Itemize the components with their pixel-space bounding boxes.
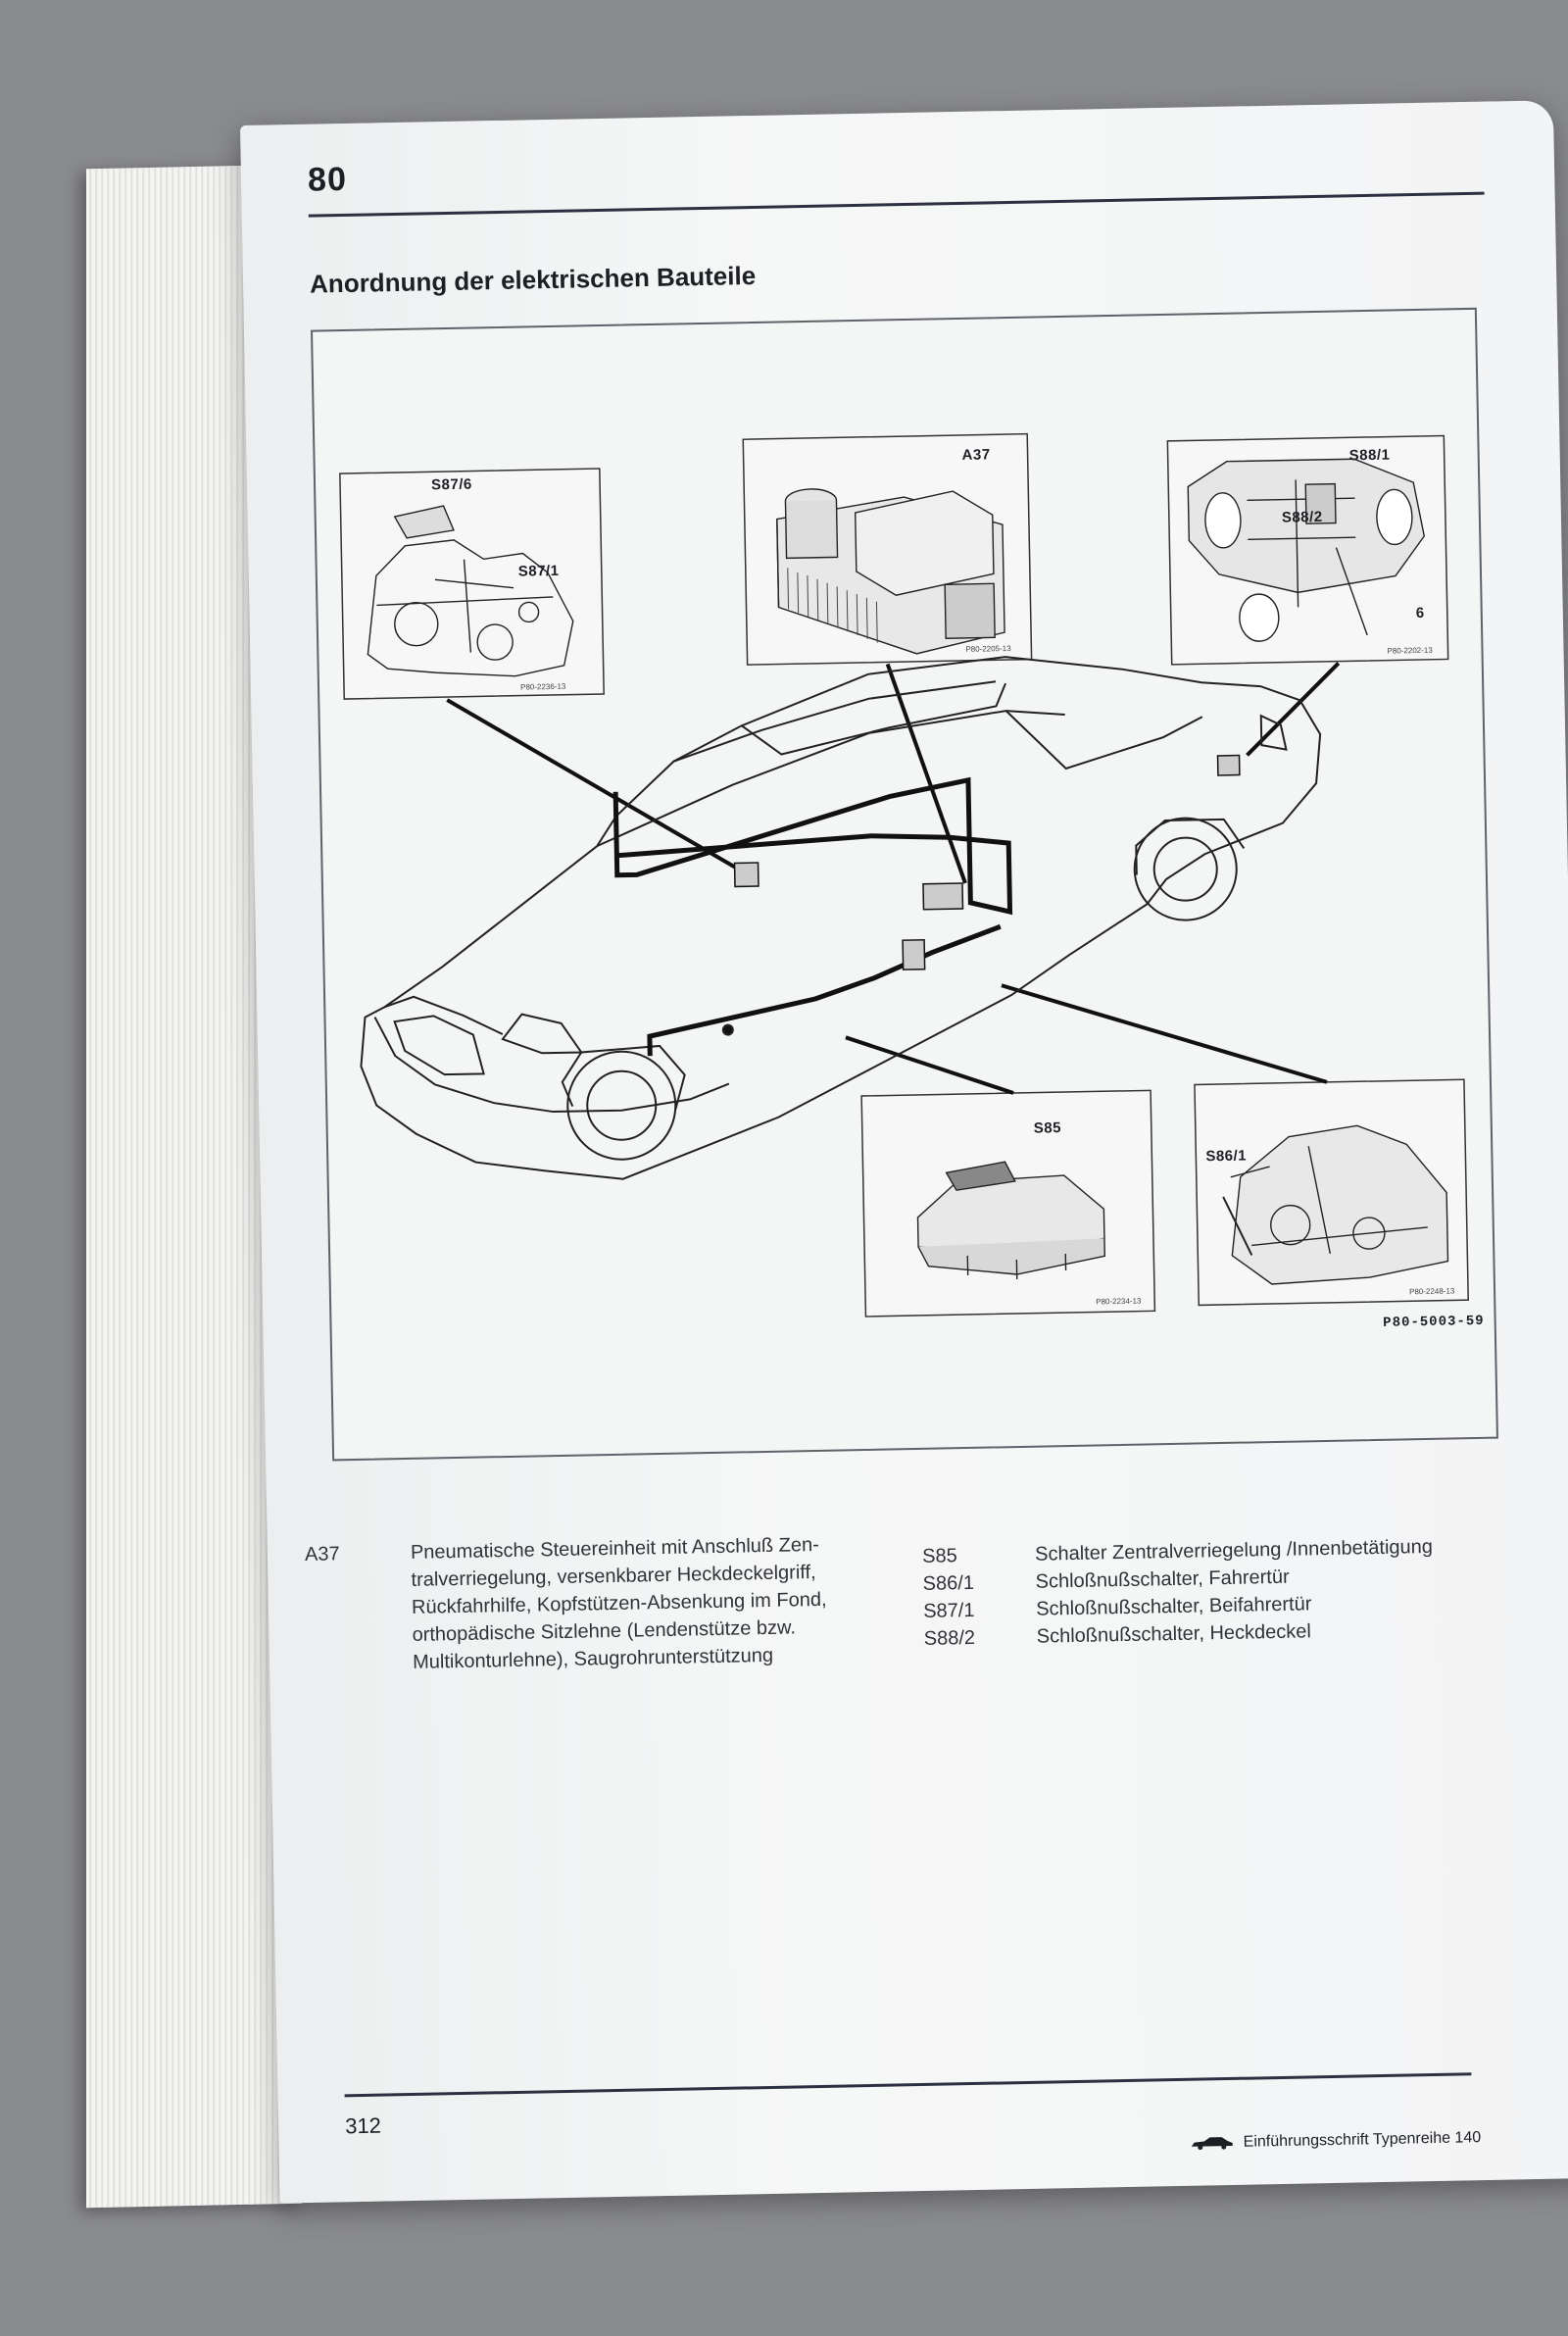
legend-code: S88/2 [923,1626,976,1650]
leader-lines [446,662,1341,1095]
component-layout-figure: S87/6 S87/1 P80-2236-13 A37 P80-2205-13 … [311,307,1498,1462]
code-inset-s88: P80-2202-13 [1387,645,1433,656]
label-s88-2: S88/2 [1281,508,1323,526]
legend-text: Schloßnußschalter, Heckdeckel [1036,1620,1312,1648]
code-inset-s86: P80-2248-13 [1408,1286,1455,1297]
figure-drawing [339,432,1469,1317]
label-s87-6: S87/6 [430,475,472,494]
header-rule [308,191,1485,218]
figure-reference: P80-5003-59 [1383,1313,1485,1331]
code-inset-s85: P80-2234-13 [1096,1296,1142,1307]
legend-code: S87/1 [923,1599,975,1622]
manual-page: 80 Anordnung der elektrischen Bauteile [240,100,1568,2204]
label-6: 6 [1415,604,1425,622]
label-a37: A37 [961,446,991,464]
legend-code-a37: A37 [304,1543,340,1566]
code-inset-a37: P80-2205-13 [965,643,1011,654]
label-s86-1: S86/1 [1205,1147,1248,1166]
legend-code: S86/1 [922,1571,975,1595]
door-lock-mechanism-drawing [367,505,574,677]
section-title: Anordnung der elektrischen Bauteile [309,260,757,299]
footer-series-label: Einführungsschrift Typenreihe 140 [1191,2129,1482,2153]
car-drawing [360,656,1322,1180]
pneumatic-unit-drawing [776,488,1005,655]
component-markers [733,754,1241,970]
footer-text: Einführungsschrift Typenreihe 140 [1243,2129,1482,2151]
trunk-lock-drawing [1187,458,1426,642]
label-s85: S85 [1033,1119,1062,1137]
car-silhouette-icon [1191,2137,1233,2151]
footer-rule [344,2072,1472,2098]
code-inset-s87: P80-2236-13 [519,681,566,692]
label-s88-1: S88/1 [1348,446,1391,465]
component-legend: A37 Pneumatische Steuereinheit mit Ansch… [305,1518,1500,1673]
label-s87-1: S87/1 [517,562,560,580]
legend-text-a37: Pneumatische Steuereinheit mit Anschluß … [411,1530,845,1675]
legend-switch-list: S85 Schalter Zentralverriegelung /Innenb… [922,1531,1512,1652]
central-lock-switch-drawing [916,1161,1106,1280]
driver-door-lock-drawing [1222,1124,1449,1285]
legend-code: S85 [921,1545,957,1567]
page-number: 312 [344,2112,382,2139]
chapter-number: 80 [307,160,348,199]
